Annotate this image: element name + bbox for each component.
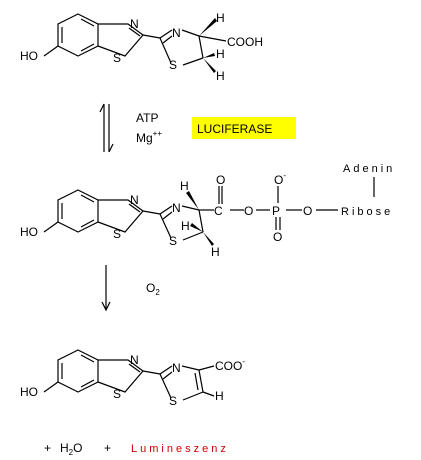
phosphate-o-right-label: O [303, 204, 312, 218]
adenin-label: Adenin [343, 163, 395, 175]
thiazoline-s-label: S [169, 234, 177, 248]
magnesium-label: Mg++ [136, 129, 162, 145]
water-label: H2O [60, 441, 82, 457]
thiazoline-s-label: S [169, 58, 177, 72]
phosphorus-label: P [272, 204, 280, 218]
plus-sign-1: + [44, 441, 51, 455]
carbonyl-o-label: O [216, 173, 225, 187]
ester-o-label: O [244, 204, 253, 218]
hydroxyl-label: HO [20, 225, 38, 239]
hydrogen-label: H [215, 389, 224, 403]
ribose-label: Ribose [341, 206, 393, 218]
luciferin-molecule: HO N S N S H COOH H H [20, 11, 263, 83]
carbonyl-c-label: C [214, 204, 223, 218]
hydrogen-bottom-label: H [216, 69, 225, 83]
reaction-arrow [101, 265, 111, 312]
benzothiazole-s-label: S [113, 387, 121, 401]
carboxylate-label: COO- [215, 357, 245, 373]
hydrogen-bottom-label: H [211, 245, 220, 259]
thiazoline-n-label: N [172, 26, 181, 40]
hydrogen-mid-label: H [181, 219, 190, 233]
hydrogen-top-label: H [216, 11, 225, 25]
luciferase-label: LUCIFERASE [197, 122, 272, 136]
atp-label: ATP [136, 111, 158, 125]
equilibrium-arrow [99, 103, 114, 153]
benzothiazole-n-label: N [130, 17, 139, 31]
thiazoline-n-label: N [172, 201, 181, 215]
benzothiazole-s-label: S [113, 51, 121, 65]
benzothiazole-n-label: N [130, 193, 139, 207]
cooh-label: COOH [227, 35, 263, 49]
plus-sign-2: + [104, 441, 111, 455]
oxygen-label: O2 [146, 281, 160, 297]
thiazole-s-label: S [169, 394, 177, 408]
lumineszenz-label: Lumineszenz [131, 443, 229, 455]
phosphate-o-top-label: O- [274, 171, 286, 187]
thiazole-n-label: N [172, 361, 181, 375]
hydrogen-top-label: H [180, 179, 189, 193]
luciferyl-adenylate-molecule: HO N S N S H H H C O O P O- O O Adenin R… [20, 163, 395, 259]
benzothiazole-n-label: N [130, 353, 139, 367]
hydrogen-mid-label: H [216, 47, 225, 61]
benzothiazole-s-label: S [113, 227, 121, 241]
phosphate-o-bottom-label: O [273, 230, 282, 244]
luciferase-highlight [192, 117, 296, 139]
hydroxyl-label: HO [20, 385, 38, 399]
oxyluciferin-molecule: HO N S N S COO- H [20, 349, 245, 408]
hydroxyl-label: HO [20, 49, 38, 63]
